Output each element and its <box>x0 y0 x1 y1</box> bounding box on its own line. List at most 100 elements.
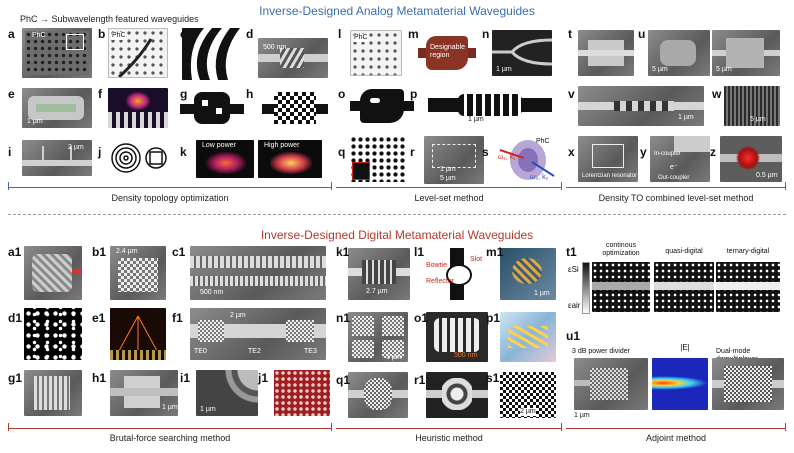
panel-i1-scale: 1 µm <box>200 406 216 413</box>
panel-j <box>108 140 172 176</box>
panel-b: PhC <box>108 28 168 78</box>
panel-w: 5 µm <box>724 86 780 126</box>
label-e1: e1 <box>92 311 106 325</box>
panel-h1-scale: 1 µm <box>162 404 178 411</box>
panel-u1-img: 5 µm <box>648 30 710 76</box>
panel-u2-img: 5 µm <box>712 30 780 76</box>
panel-m1-scale: 1 µm <box>534 290 550 297</box>
panel-b1: 2.4 µm <box>110 246 166 300</box>
panel-z: 0.5 µm <box>720 136 782 182</box>
panel-o1-scale: 500 nm <box>454 352 478 359</box>
label-t1: t1 <box>566 245 577 259</box>
label-i: i <box>8 145 12 159</box>
label-j1: j1 <box>258 371 269 385</box>
label-z: z <box>710 145 716 159</box>
label-l: l <box>338 27 342 41</box>
panel-n: 1 µm <box>492 30 552 76</box>
u1-efield <box>652 358 708 410</box>
label-b1: b1 <box>92 245 107 259</box>
panel-s1-scale: 2 µm <box>520 408 536 416</box>
panel-d1 <box>24 308 82 360</box>
t1-quasi <box>654 262 714 312</box>
label-n1: n1 <box>336 311 351 325</box>
analog-title: Inverse-Designed Analog Metamaterial Wav… <box>259 4 535 18</box>
panel-c1: 500 nm <box>190 246 326 300</box>
label-y: y <box>640 145 647 159</box>
t1-eair: εair <box>568 301 581 310</box>
label-e: e <box>8 87 15 101</box>
panel-f1-te3: TE3 <box>304 348 317 355</box>
label-q1: q1 <box>336 373 351 387</box>
panel-k-low-text: Low power <box>202 142 236 149</box>
label-k: k <box>180 145 187 159</box>
label-d: d <box>246 27 254 41</box>
label-i1: i1 <box>180 371 191 385</box>
panel-j1 <box>274 370 330 416</box>
t1-header-1: continous optimization <box>602 242 640 257</box>
panel-h1: 1 µm <box>110 370 178 416</box>
panel-s-w1: ω₁, k₁ <box>498 154 516 161</box>
section-label-density-to: Density TO combined level-set method <box>598 193 754 203</box>
section-label-density: Density topology optimization <box>111 193 229 203</box>
panel-l-text: PhC <box>354 34 368 42</box>
panel-c1-scale: 500 nm <box>200 289 224 296</box>
panel-n1: 1 µm <box>348 312 408 362</box>
label-g1: g1 <box>8 371 23 385</box>
section-label-brutal: Brutal-force searching method <box>109 433 231 443</box>
panel-g1 <box>24 370 82 416</box>
panel-u-scale2: 5 µm <box>716 66 732 73</box>
panel-m-text: Designable region <box>430 44 466 59</box>
label-t: t <box>568 27 572 41</box>
label-m1: m1 <box>486 245 504 259</box>
panel-x: Lorentzian resonator <box>578 136 638 182</box>
label-c1: c1 <box>172 245 186 259</box>
panel-i-scale: 2 µm <box>68 144 84 151</box>
label-p1: p1 <box>486 311 501 325</box>
panel-k1: 2.7 µm <box>348 248 410 300</box>
tick <box>331 182 332 190</box>
tick <box>331 423 332 431</box>
panel-y-t2: Out-coupler <box>658 175 690 181</box>
section-line-density <box>8 187 332 188</box>
section-line-heuristic <box>336 428 562 429</box>
panel-u-scale1: 5 µm <box>652 66 668 73</box>
panel-k1-scale: 2.7 µm <box>366 288 388 295</box>
tick <box>8 423 9 431</box>
panel-f1-scale: 2 µm <box>230 312 246 319</box>
panel-p: 1 µm <box>428 86 552 126</box>
panel-f1: 2 µm TE0 TE2 TE3 <box>190 308 326 360</box>
section-line-adjoint <box>566 428 786 429</box>
panel-g <box>180 88 244 130</box>
label-b: b <box>98 27 106 41</box>
label-s: s <box>482 145 489 159</box>
label-r1: r1 <box>414 373 426 387</box>
panel-y-t3: e⁻ <box>670 164 678 171</box>
u1-header-2: |E| <box>680 343 690 352</box>
panel-r1 <box>426 372 488 418</box>
u1-scale: 1 µm <box>574 412 590 419</box>
t1-ternary <box>716 262 780 312</box>
panel-e1 <box>110 308 166 360</box>
label-g: g <box>180 87 188 101</box>
label-k1: k1 <box>336 245 350 259</box>
panel-m: Designable region <box>418 30 476 76</box>
label-a: a <box>8 27 15 41</box>
panel-l1-slot: Slot <box>470 256 483 263</box>
u1-demux <box>712 358 784 410</box>
divider <box>8 214 786 215</box>
panel-l1: Bowtie Slot Reflector <box>426 248 488 300</box>
panel-s: PhC ω₁, k₁ ω₂, k₂ <box>496 136 558 184</box>
label-p: p <box>410 87 418 101</box>
tick <box>561 182 562 190</box>
panel-d-scale: 500 nm <box>263 44 287 51</box>
panel-x-text: Lorentzian resonator <box>582 173 638 179</box>
section-label-heuristic: Heuristic method <box>415 433 483 443</box>
panel-n1-scale: 1 µm <box>386 354 402 361</box>
label-s1: s1 <box>486 371 500 385</box>
panel-s-w2: ω₂, k₂ <box>530 174 549 181</box>
phc-note: PhC → Subwavelength featured waveguides <box>20 14 199 24</box>
panel-l1-reflector: Reflector <box>426 278 455 285</box>
panel-o <box>350 86 414 126</box>
panel-w-scale: 5 µm <box>750 116 766 123</box>
panel-l1-bowtie: Bowtie <box>426 262 448 269</box>
